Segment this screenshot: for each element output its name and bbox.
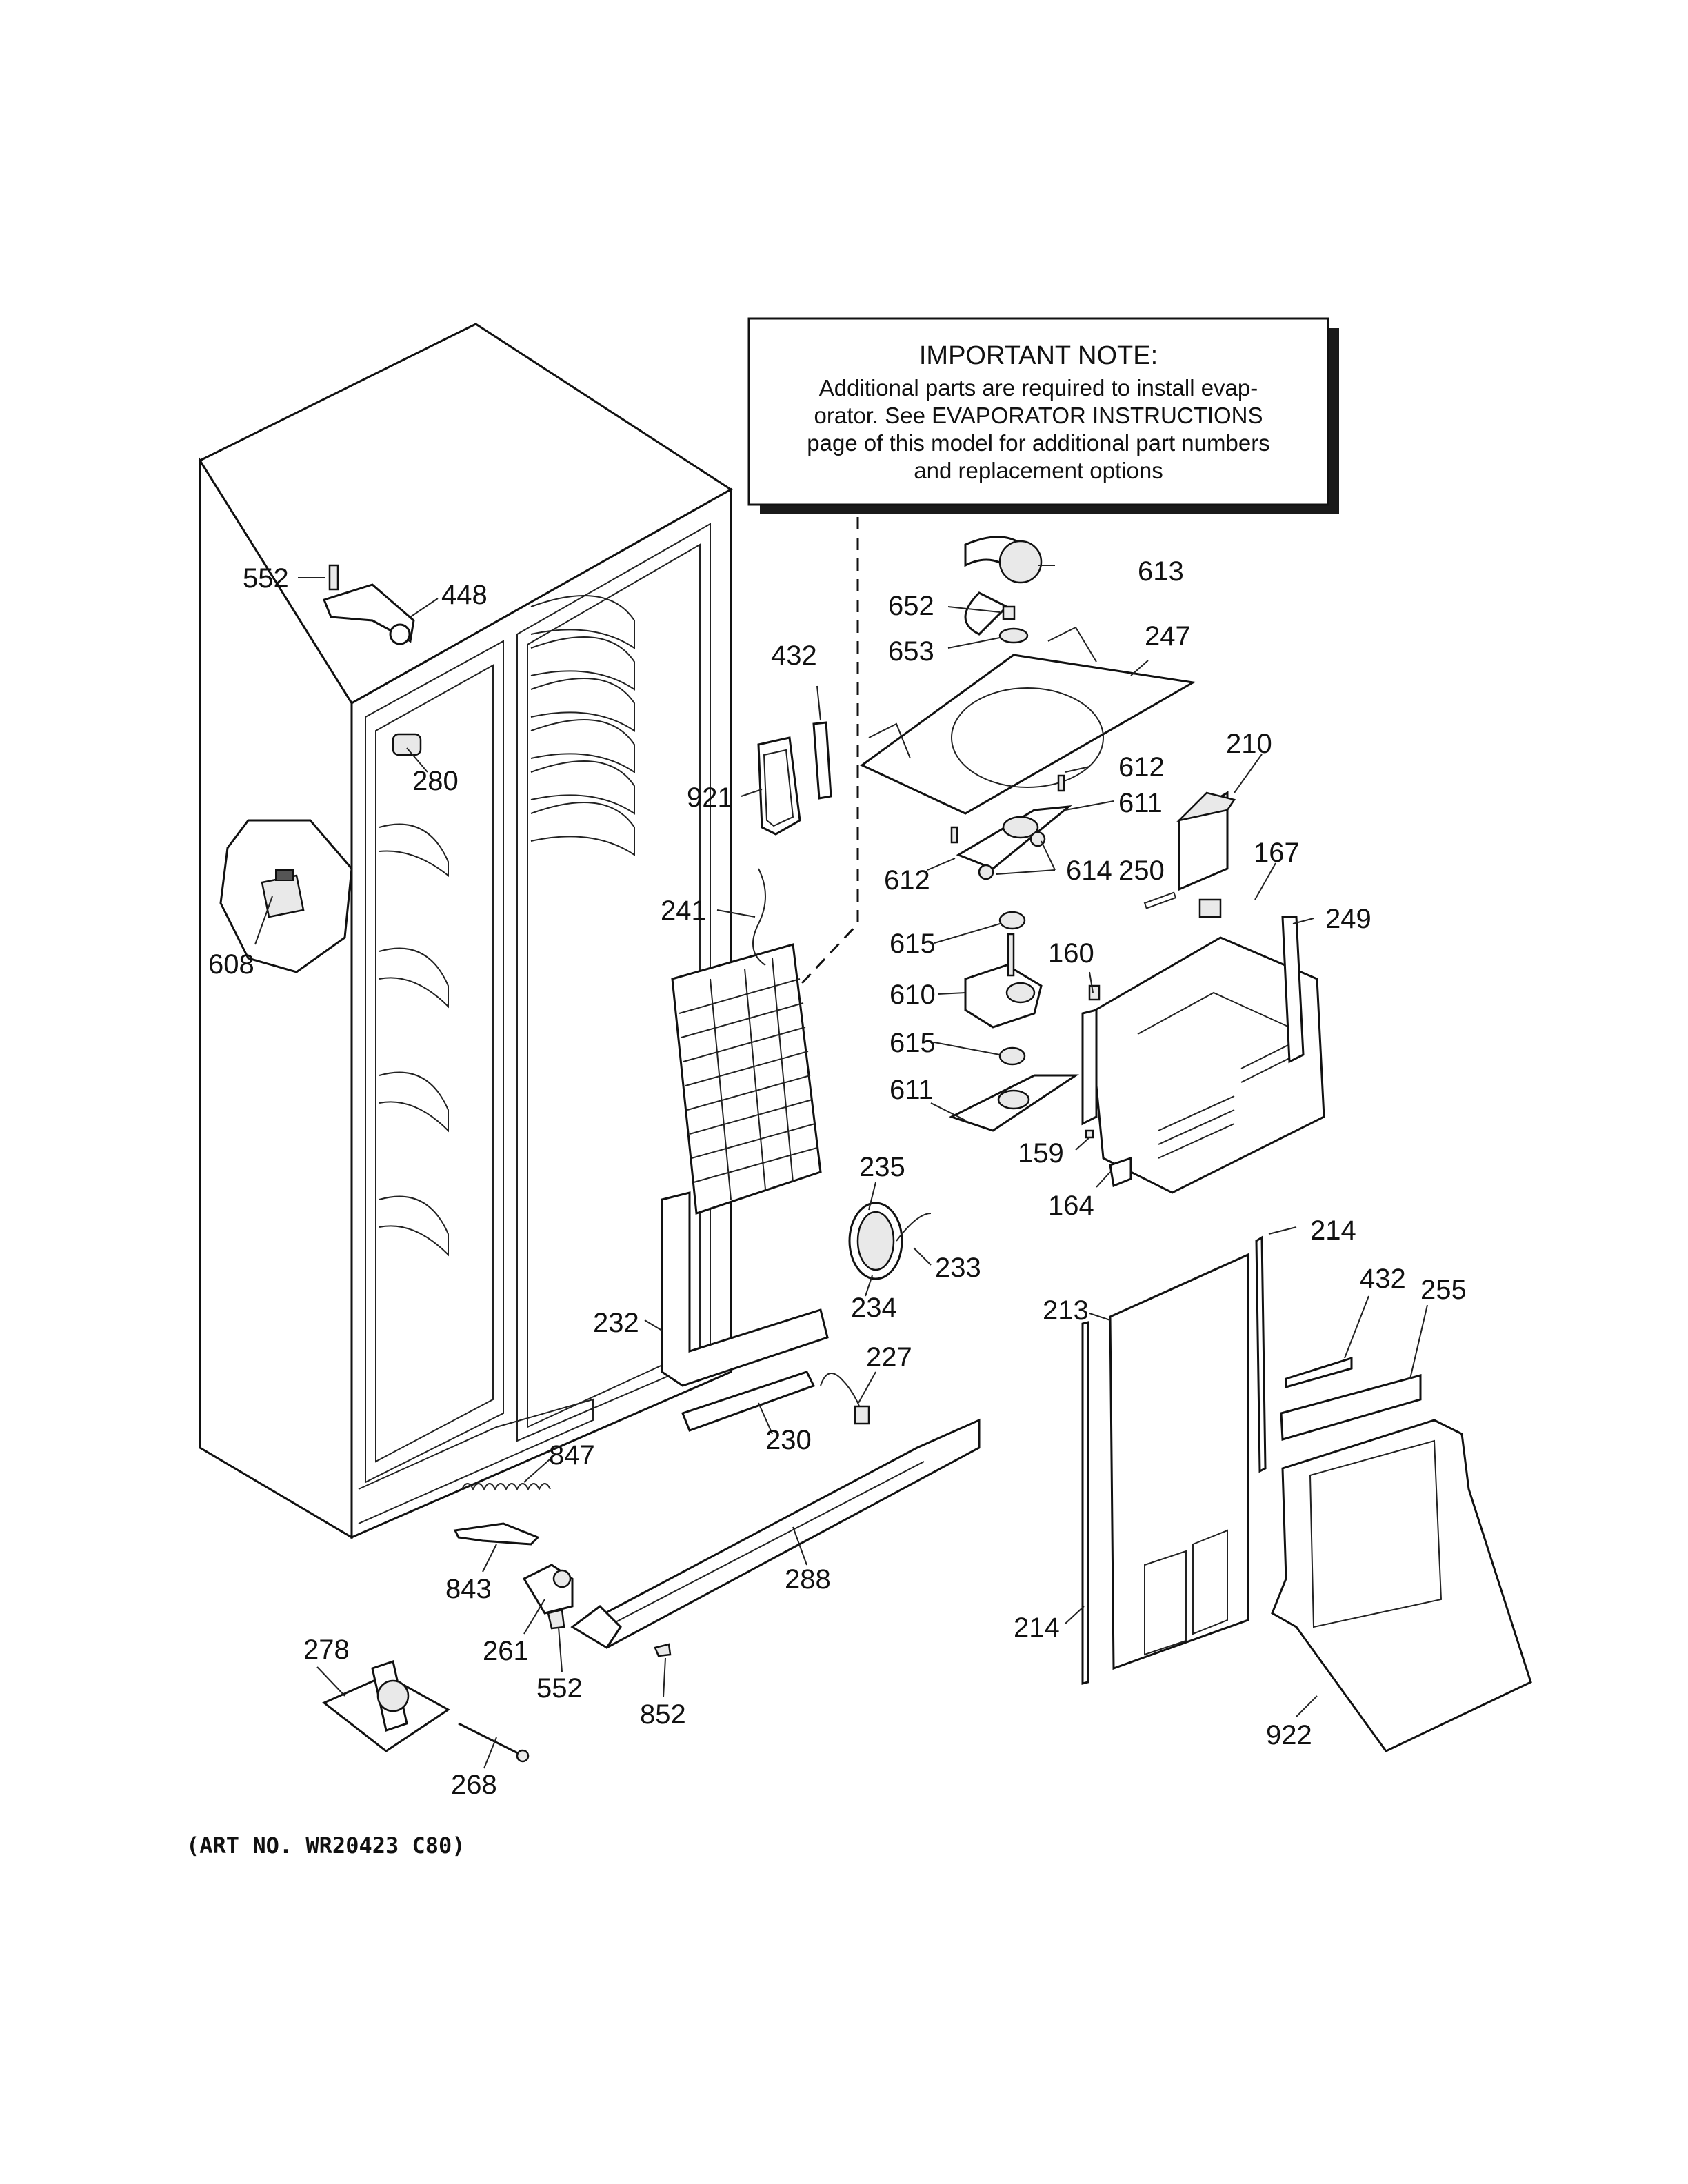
label-611-a: 611 xyxy=(1118,788,1163,818)
label-214-bottom: 214 xyxy=(1014,1612,1060,1643)
rail-288-drawing xyxy=(570,1418,981,1650)
label-432-bottom: 432 xyxy=(1360,1264,1406,1294)
label-214-top: 214 xyxy=(1310,1215,1356,1246)
back-panel-213-drawing xyxy=(1109,1253,1249,1670)
screw-852-drawing xyxy=(654,1643,672,1657)
label-159: 159 xyxy=(1018,1138,1064,1169)
label-268: 268 xyxy=(451,1770,497,1800)
evaporator-drawing xyxy=(661,868,829,1387)
label-247: 247 xyxy=(1145,621,1191,651)
side-channel-214-drawing xyxy=(1081,1235,1267,1685)
bolt-268-drawing xyxy=(458,1722,530,1763)
label-233: 233 xyxy=(935,1253,981,1283)
harness-227-drawing xyxy=(820,1373,870,1425)
liner-922-drawing xyxy=(1271,1419,1532,1752)
sensor-432-drawing xyxy=(812,721,832,800)
cover-921-drawing xyxy=(757,736,801,836)
label-552-top: 552 xyxy=(243,563,289,594)
grommets-614-615 xyxy=(978,831,1046,1066)
switch-608-drawing xyxy=(219,819,353,973)
label-230: 230 xyxy=(765,1425,812,1455)
label-278: 278 xyxy=(303,1635,350,1665)
label-235: 235 xyxy=(859,1152,905,1182)
fan-shroud-247-drawing xyxy=(860,626,1196,815)
label-612-b: 612 xyxy=(884,865,930,896)
sensor-432b-drawing xyxy=(1285,1356,1353,1388)
fan-parts-652-653 xyxy=(998,605,1029,644)
damper-210-drawing xyxy=(1176,791,1236,891)
note-line-4: and replacement options xyxy=(914,458,1163,483)
label-653: 653 xyxy=(888,636,934,667)
roller-278-drawing xyxy=(322,1660,450,1752)
label-280: 280 xyxy=(412,766,459,796)
cover-255-drawing xyxy=(1280,1374,1422,1441)
label-652: 652 xyxy=(888,591,934,621)
label-552-bottom: 552 xyxy=(536,1673,583,1703)
note-title: IMPORTANT NOTE: xyxy=(919,341,1158,370)
label-234: 234 xyxy=(851,1293,897,1323)
label-250: 250 xyxy=(1118,856,1165,886)
fan-blade-613-drawing xyxy=(964,536,1043,636)
label-249: 249 xyxy=(1325,904,1372,934)
label-160: 160 xyxy=(1048,938,1094,969)
label-213: 213 xyxy=(1043,1295,1089,1326)
label-843: 843 xyxy=(445,1574,492,1604)
note-line-2: orator. See EVAPORATOR INSTRUCTIONS xyxy=(814,403,1263,428)
note-line-1: Additional parts are required to install… xyxy=(819,375,1258,401)
housing-249-drawing xyxy=(1081,891,1325,1194)
cam-843-drawing xyxy=(453,1522,540,1546)
label-255: 255 xyxy=(1420,1275,1467,1305)
important-note-box: IMPORTANT NOTE: Additional parts are req… xyxy=(747,317,1339,514)
leader-lines xyxy=(254,565,1428,1769)
label-167: 167 xyxy=(1254,838,1300,868)
label-852: 852 xyxy=(640,1699,686,1730)
label-164: 164 xyxy=(1048,1191,1094,1221)
label-610: 610 xyxy=(890,980,936,1010)
label-261: 261 xyxy=(483,1636,529,1666)
motor-bracket-611b-drawing xyxy=(949,1074,1079,1132)
hinge-448-drawing xyxy=(323,564,415,645)
label-241: 241 xyxy=(661,896,707,926)
note-dashed-leader xyxy=(792,517,859,994)
motor-bracket-611-drawing xyxy=(950,774,1072,870)
label-847: 847 xyxy=(549,1440,595,1470)
label-614: 614 xyxy=(1066,856,1112,886)
label-432-top: 432 xyxy=(771,640,817,671)
label-922: 922 xyxy=(1266,1720,1312,1750)
art-number: (ART NO. WR20423 C80) xyxy=(186,1832,465,1859)
label-615-a: 615 xyxy=(890,929,936,959)
label-608: 608 xyxy=(208,949,254,980)
thermostat-235-drawing xyxy=(848,1202,932,1280)
label-615-b: 615 xyxy=(890,1028,936,1058)
label-232: 232 xyxy=(593,1308,639,1338)
fan-motor-610-drawing xyxy=(964,933,1043,1029)
label-613: 613 xyxy=(1138,556,1184,587)
part-labels: 552 448 280 608 432 921 241 613 652 653 … xyxy=(208,556,1467,1800)
bracket-261-drawing xyxy=(522,1564,574,1615)
label-611-b: 611 xyxy=(890,1075,934,1105)
label-210: 210 xyxy=(1226,729,1272,759)
label-612-a: 612 xyxy=(1118,752,1165,782)
label-227: 227 xyxy=(866,1342,912,1373)
spring-847-drawing xyxy=(461,1483,551,1491)
label-448: 448 xyxy=(441,580,488,610)
screw-552b-drawing xyxy=(547,1608,565,1630)
label-921: 921 xyxy=(687,782,733,813)
note-line-3: page of this model for additional part n… xyxy=(807,430,1269,456)
label-288: 288 xyxy=(785,1564,831,1595)
heater-230-drawing xyxy=(681,1371,816,1432)
